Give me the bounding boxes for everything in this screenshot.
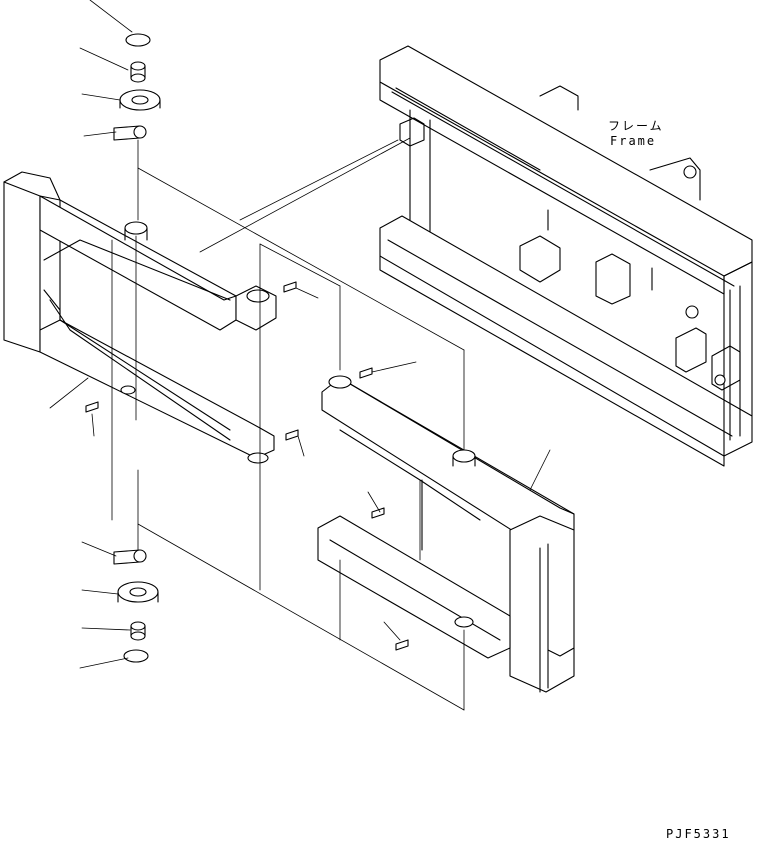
frame-label-jp: フレーム	[608, 119, 664, 133]
upper-pin-stack	[113, 33, 161, 141]
leader-lines	[49, 0, 551, 711]
left-fork	[3, 171, 277, 464]
drawing-code: PJF5331	[666, 827, 731, 841]
frame-label-en: Frame	[610, 134, 656, 148]
right-fork	[317, 375, 575, 693]
snap-ring-icon	[125, 33, 151, 47]
snap-ring-icon-lower	[123, 649, 149, 663]
frame-assembly	[379, 45, 753, 467]
lower-pin-stack	[113, 549, 159, 663]
